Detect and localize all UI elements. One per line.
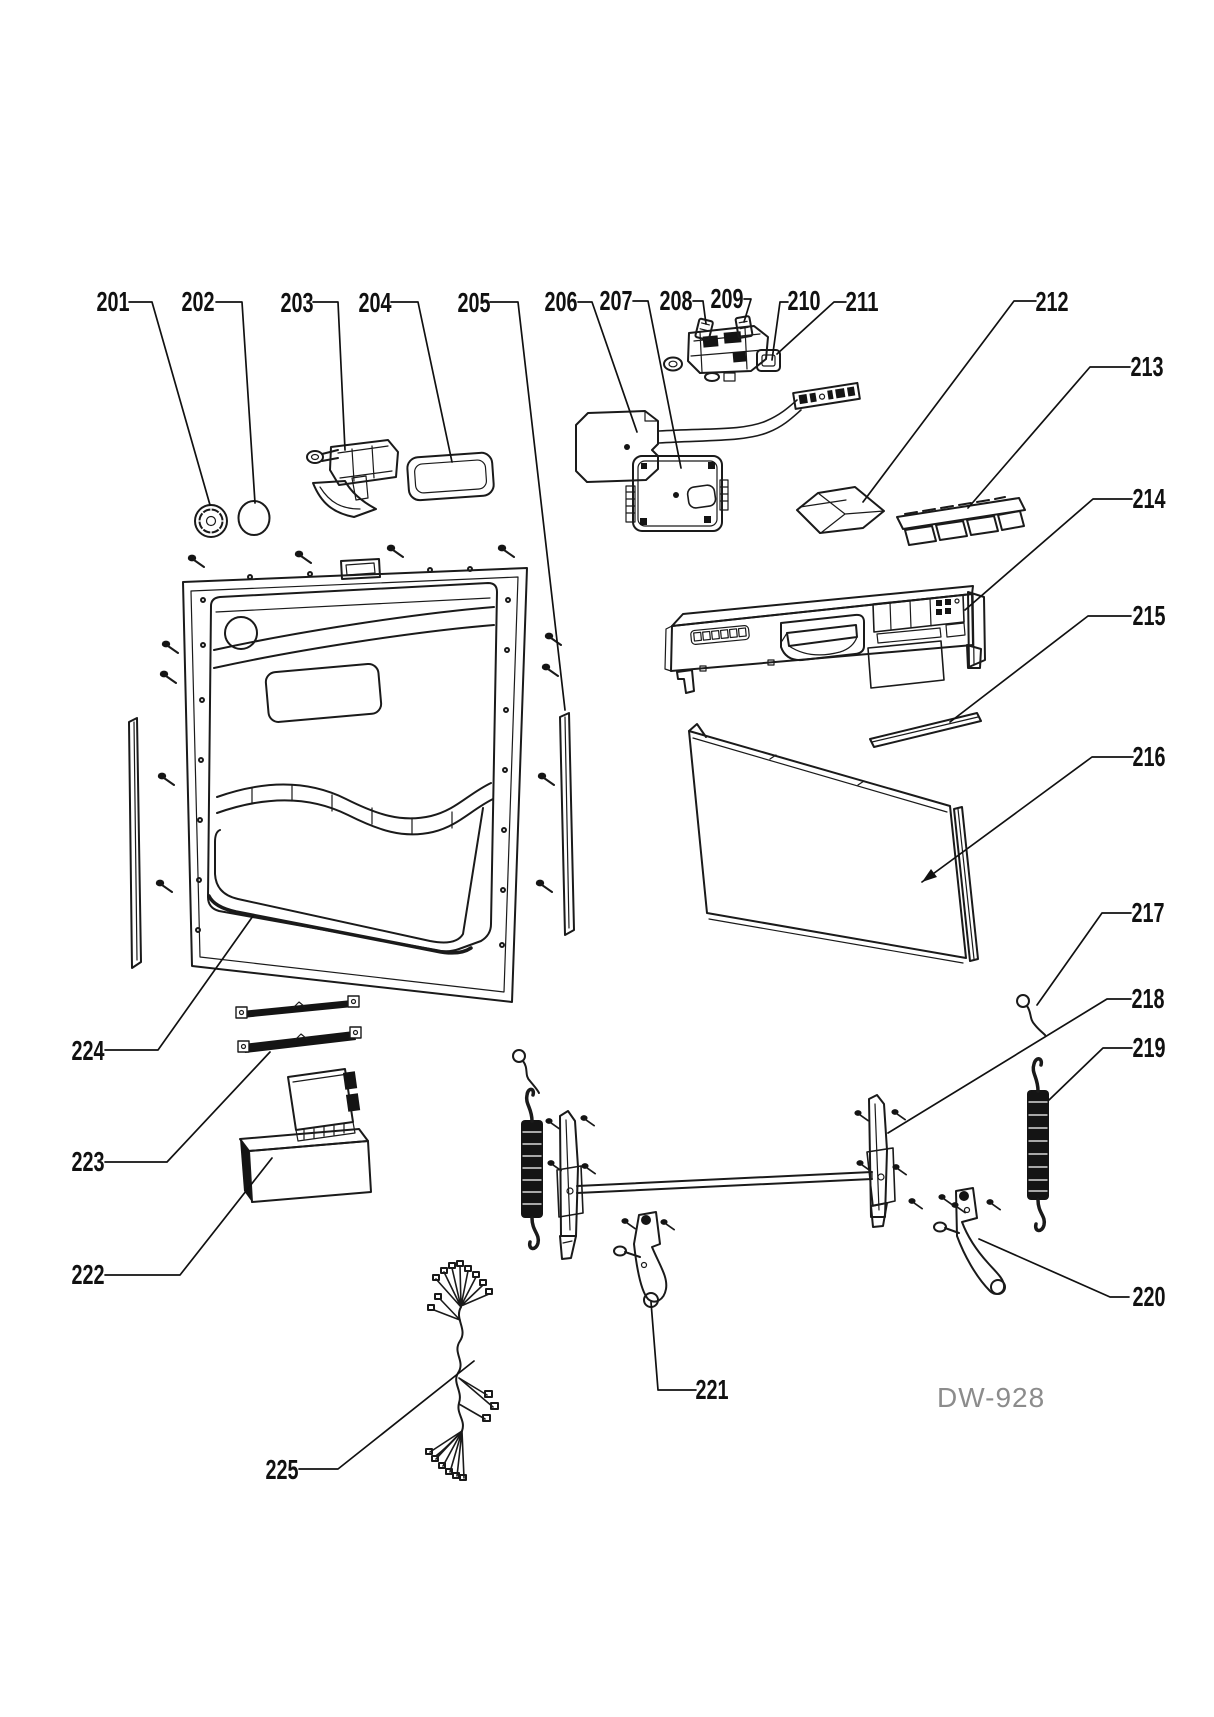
leader-213	[967, 366, 1131, 509]
leader-220	[978, 1238, 1130, 1298]
callout-204: 204	[359, 287, 392, 318]
callout-211: 211	[846, 286, 879, 317]
harness-connectors	[425, 1260, 499, 1481]
ribbon-cable	[658, 399, 802, 444]
callout-labels: 201 202 203 204 205 206 207 208 209 210 …	[72, 283, 1166, 1485]
part-218-hinge-bracket-right	[866, 1094, 896, 1228]
part-219-door-spring-right	[1027, 1057, 1049, 1233]
leader-207	[632, 300, 682, 469]
part-214-control-panel	[664, 585, 986, 694]
part-217-spring-hook-right	[1016, 994, 1046, 1036]
part-side-trim-strip-right-205	[559, 712, 575, 936]
part-212-bracket-chute	[796, 486, 885, 534]
hinge-crossbar	[576, 1171, 873, 1194]
part-215-trim-strip	[869, 712, 982, 748]
leader-209	[743, 298, 752, 323]
callout-215: 215	[1133, 600, 1166, 631]
callout-208: 208	[660, 285, 693, 316]
part-213-button-strip	[896, 496, 1026, 546]
callout-leader-lines	[104, 298, 1134, 1470]
part-220-hinge-lever-right	[933, 1187, 1006, 1295]
callout-222: 222	[72, 1259, 105, 1290]
leader-201	[128, 301, 211, 506]
part-206-control-module	[575, 410, 659, 483]
panel-handle-recess	[780, 613, 865, 662]
part-side-trim-strip-left	[128, 717, 142, 969]
spring-hook-left	[512, 1049, 540, 1094]
part-209-clip	[734, 315, 754, 339]
leader-216	[921, 756, 1134, 883]
callout-206: 206	[545, 286, 578, 317]
callout-223: 223	[72, 1146, 105, 1177]
hinge-bracket-left	[556, 1110, 584, 1260]
callout-221: 221	[696, 1374, 729, 1405]
part-208-211-door-latch-assembly	[663, 315, 781, 382]
callout-209: 209	[711, 283, 744, 314]
callout-216: 216	[1133, 741, 1166, 772]
leader-216-arrowhead	[922, 869, 937, 882]
part-221-hinge-lever-left	[613, 1211, 668, 1308]
callout-210: 210	[788, 285, 821, 316]
leader-218	[887, 998, 1132, 1134]
leader-214	[964, 498, 1133, 611]
callout-218: 218	[1132, 983, 1165, 1014]
callout-207: 207	[600, 285, 633, 316]
leader-222	[104, 1157, 273, 1276]
callout-219: 219	[1133, 1032, 1166, 1063]
leader-202	[215, 301, 256, 504]
leader-210	[771, 301, 789, 361]
model-code: DW-928	[937, 1382, 1045, 1413]
callout-201: 201	[97, 286, 130, 317]
part-204-gasket	[406, 451, 495, 502]
leader-223	[104, 1051, 271, 1163]
panel-buttons	[690, 625, 750, 645]
leader-203	[312, 301, 346, 451]
leader-208	[692, 300, 707, 325]
leader-204	[390, 301, 453, 463]
panel-display	[872, 594, 965, 633]
leader-212	[862, 300, 1037, 503]
part-203-latch-bracket	[306, 439, 399, 518]
part-door-inner-panel	[182, 558, 528, 1003]
part-201-grommet	[194, 504, 228, 538]
callout-212: 212	[1036, 286, 1069, 317]
leader-221	[650, 1301, 697, 1391]
leader-205	[489, 301, 566, 711]
door-spring-left	[521, 1087, 543, 1251]
callout-225: 225	[266, 1454, 299, 1485]
display-pcb	[792, 381, 861, 410]
part-202-o-ring	[237, 500, 271, 536]
leader-206	[577, 301, 638, 433]
leader-225	[298, 1360, 475, 1470]
door-screw-holes	[195, 566, 511, 948]
leader-219	[1048, 1047, 1133, 1101]
callout-202: 202	[182, 286, 215, 317]
part-225-wire-harness	[425, 1260, 499, 1481]
part-hinge-assembly	[512, 994, 1049, 1308]
leader-215	[949, 615, 1132, 723]
callout-224: 224	[72, 1035, 105, 1066]
callout-203: 203	[281, 287, 314, 318]
part-216-outer-door-panel	[688, 723, 979, 964]
leader-217	[1036, 912, 1132, 1006]
callout-217: 217	[1132, 897, 1165, 928]
callout-213: 213	[1131, 351, 1164, 382]
callout-220: 220	[1133, 1281, 1166, 1312]
leader-224	[104, 915, 254, 1051]
leader-211	[776, 301, 847, 355]
part-dispenser-flap	[287, 1068, 361, 1142]
callout-214: 214	[1133, 483, 1166, 514]
part-207-main-control-board	[625, 455, 729, 532]
hinge-screws	[544, 1108, 1002, 1231]
part-223-bracket-strips	[235, 995, 362, 1053]
callout-205: 205	[458, 287, 491, 318]
